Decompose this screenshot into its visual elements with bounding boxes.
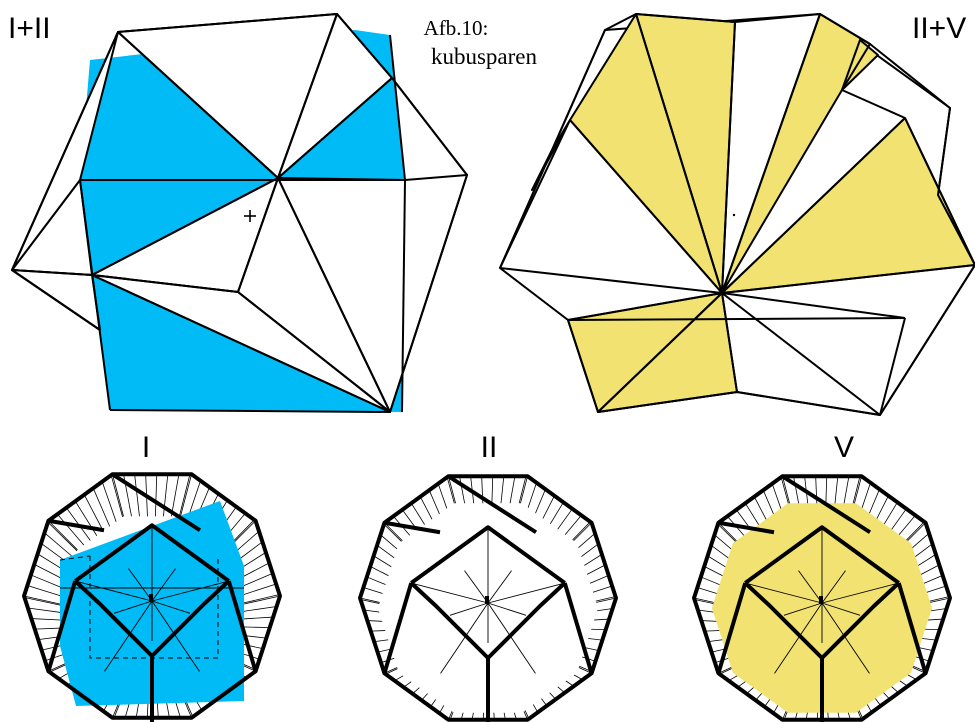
front-edge: [111, 472, 202, 532]
label-i-plus-ii: I+II: [8, 12, 51, 45]
front-edge: [896, 582, 928, 674]
thin-edge: [464, 570, 489, 604]
thin-edge: [798, 570, 823, 604]
thin-edge: [151, 600, 191, 614]
label-ii: II: [481, 431, 498, 464]
thin-edge: [745, 582, 823, 604]
front-edge: [384, 520, 441, 535]
mesh-line: [44, 532, 75, 559]
front-edge: [382, 582, 414, 674]
dodecahedron-ii: [358, 474, 618, 722]
front-edge: [74, 523, 230, 583]
thin-edge: [487, 602, 536, 674]
thin-edge: [440, 602, 489, 674]
front-edge: [781, 474, 872, 534]
heavy-edges: [358, 474, 618, 722]
thin-edges: [745, 527, 899, 674]
thin-edge: [449, 602, 489, 616]
thin-edge: [151, 568, 176, 602]
mesh-line: [155, 474, 158, 517]
mesh-line: [30, 574, 65, 590]
thin-edge: [821, 570, 846, 604]
mesh-line: [178, 474, 191, 517]
thin-edge: [151, 580, 229, 602]
mesh-line: [47, 521, 78, 552]
thin-edge: [411, 582, 489, 604]
mesh-line: [23, 595, 60, 605]
front-edge: [48, 518, 105, 533]
label-v: V: [834, 431, 854, 464]
thin-edge: [774, 602, 823, 674]
front-edge: [447, 474, 538, 534]
heavy-edges: [692, 474, 952, 722]
net-i-plus-ii: [11, 13, 468, 413]
mesh-line: [244, 595, 281, 605]
center-mark: [819, 596, 823, 604]
thin-edge: [75, 580, 153, 602]
mesh-line: [48, 520, 78, 551]
mesh-line: [170, 474, 180, 517]
dodecahedron-i: [22, 472, 282, 722]
front-edge: [744, 525, 900, 585]
thin-edges: [411, 527, 565, 674]
thin-edge: [151, 600, 200, 672]
front-edge: [226, 580, 258, 672]
mesh-line: [243, 594, 280, 604]
mesh-line: [31, 618, 66, 621]
thin-edge: [821, 582, 899, 604]
center-mark: [149, 594, 153, 602]
mesh-line: [180, 474, 192, 517]
mesh-line: [110, 475, 123, 518]
front-edge: [46, 580, 78, 672]
mesh-line: [27, 585, 63, 597]
front-edge: [410, 525, 566, 585]
net-ii-plus-v: [499, 13, 975, 416]
thin-edge: [113, 600, 153, 614]
front-edge: [716, 582, 748, 674]
thin-edge: [128, 568, 153, 602]
thin-edge: [821, 602, 870, 674]
mesh-line: [238, 573, 273, 589]
mesh-line: [92, 488, 111, 527]
thin-edge: [783, 602, 823, 616]
thin-edge: [821, 602, 861, 616]
mesh-line: [241, 583, 277, 596]
mesh-line: [24, 597, 61, 606]
thin-edge: [104, 600, 153, 672]
thin-edges: [60, 525, 244, 672]
silhouette-edge: [358, 474, 618, 722]
thin-edge: [487, 602, 527, 616]
mesh-line: [134, 474, 140, 517]
front-edge: [718, 520, 775, 535]
label-i: I: [142, 431, 150, 464]
center-mark: [485, 596, 489, 604]
thin-edge: [487, 582, 565, 604]
mesh-line: [74, 501, 98, 536]
net-lines: [11, 13, 468, 413]
mesh-line: [112, 474, 124, 517]
center-dot: [732, 213, 736, 217]
silhouette-edge: [22, 472, 282, 720]
mesh-line: [101, 481, 117, 522]
label-ii-plus-v: II+V: [912, 12, 966, 45]
mesh-line: [27, 607, 63, 614]
mesh-line: [57, 513, 85, 546]
net-lines-right: [499, 13, 975, 416]
caption-line-2: kubusparen: [431, 44, 538, 69]
mesh-line: [83, 494, 104, 532]
thin-edge: [487, 570, 512, 604]
dodecahedron-v: [692, 474, 952, 722]
mesh-line: [241, 606, 277, 612]
mesh-line: [239, 616, 274, 620]
caption-line-1: Afb.10:: [424, 16, 489, 40]
silhouette-edge: [692, 474, 952, 722]
heavy-edges: [22, 472, 282, 722]
front-edge: [562, 582, 594, 674]
center-marker: [244, 210, 256, 222]
